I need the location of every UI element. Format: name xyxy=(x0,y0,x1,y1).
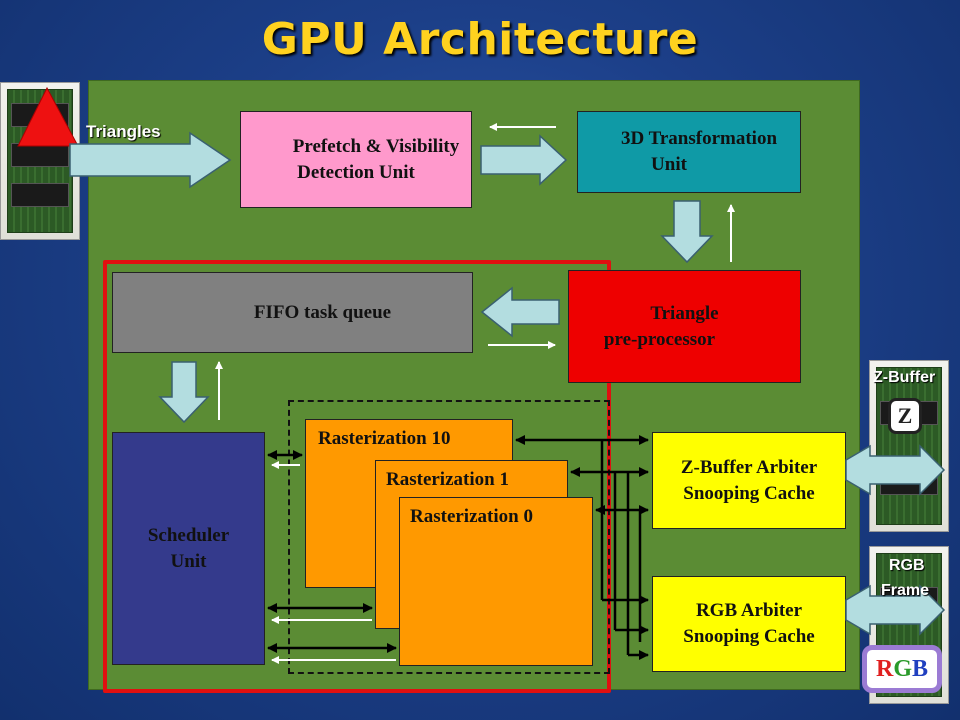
triangle-to-fifo-arrow xyxy=(480,286,560,338)
prefetch-to-transform-arrow xyxy=(480,134,568,186)
prefetch-visibility-unit: Prefetch & Visibility Detection Unit xyxy=(240,111,472,208)
rasterization-0: Rasterization 0 xyxy=(399,497,593,666)
zbuffer-memory-label: Z-Buffer xyxy=(873,369,936,386)
fifo-task-queue: FIFO task queue xyxy=(112,272,473,353)
transform-label-line1: 3D Transformation xyxy=(620,128,778,149)
raster0-label: Rasterization 0 xyxy=(410,506,533,527)
slide-title: GPU Architecture xyxy=(261,14,699,65)
input-fat-arrow xyxy=(69,131,232,189)
fifo-label: FIFO task queue xyxy=(253,301,392,323)
triangle-label-line2: pre-processor xyxy=(603,328,716,350)
zbuffer-memory-double-arrow xyxy=(845,444,946,496)
prefetch-label-line1: Prefetch & Visibility xyxy=(292,135,460,157)
rgb-memory-double-arrow xyxy=(845,584,946,636)
triangles-input-label: Triangles xyxy=(86,122,161,141)
transform-to-triangle-arrow xyxy=(660,200,714,264)
zbuffer-label-line1: Z-Buffer Arbiter xyxy=(680,456,818,478)
prefetch-label-line2: Detection Unit xyxy=(297,161,415,183)
zbuffer-glyph-badge: Z xyxy=(888,398,922,434)
rasterization-group-outline xyxy=(288,400,610,674)
scheduler-label-line2: Unit xyxy=(170,550,207,572)
scheduler-label-line1: Scheduler xyxy=(147,524,230,546)
rgb-glyph-b: B xyxy=(912,655,929,682)
rgb-memory-label-line1: RGB xyxy=(889,557,925,574)
rgb-arbiter-cache: RGB Arbiter Snooping Cache xyxy=(652,576,846,672)
rgb-glyph-g: G xyxy=(893,655,912,682)
rgb-label-line2: Snooping Cache xyxy=(683,626,815,647)
triangle-label-line1: Triangle xyxy=(650,302,719,324)
zbuffer-glyph: Z xyxy=(897,403,913,428)
rgb-glyph-r: R xyxy=(875,655,894,682)
scheduler-unit: Scheduler Unit xyxy=(112,432,265,665)
transform-label-line2: Unit xyxy=(651,154,687,175)
rgb-glyph-badge: R G B xyxy=(862,645,942,693)
zbuffer-arbiter-cache: Z-Buffer Arbiter Snooping Cache xyxy=(652,432,846,529)
raster1-label: Rasterization 1 xyxy=(386,469,509,490)
rgb-memory-label-line2: Frame xyxy=(881,582,930,599)
triangle-icon xyxy=(17,86,79,147)
triangle-preprocessor: Triangle pre-processor xyxy=(568,270,801,383)
rgb-label-line1: RGB Arbiter xyxy=(695,600,803,621)
zbuffer-label-line2: Snooping Cache xyxy=(683,482,815,504)
raster10-label: Rasterization 10 xyxy=(318,428,451,449)
fifo-to-scheduler-arrow xyxy=(158,361,210,424)
transformation-unit: 3D Transformation Unit xyxy=(577,111,801,193)
